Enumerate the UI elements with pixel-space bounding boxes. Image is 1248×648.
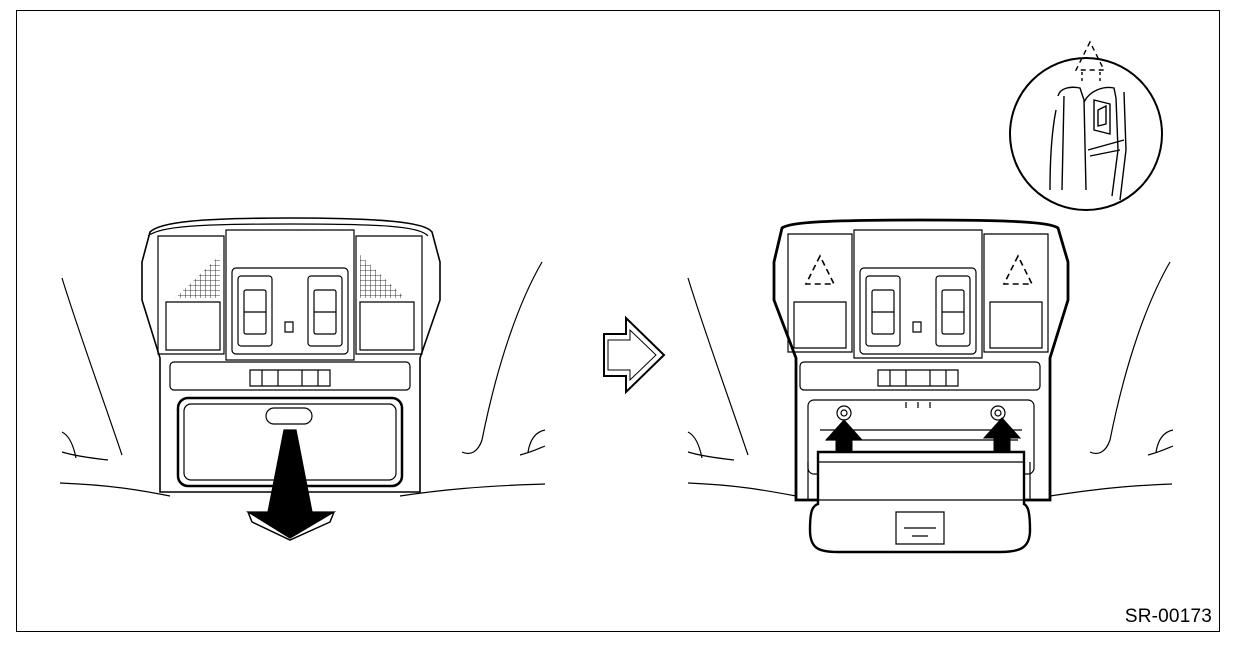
left-headliner — [60, 483, 545, 496]
right-switch-2 — [936, 276, 970, 346]
left-console-lamp-left — [158, 236, 224, 354]
left-view-panel — [60, 218, 545, 496]
figure-frame — [16, 10, 1220, 632]
solid-up-arrow-icon — [826, 420, 862, 452]
figure-id-label: SR-00173 — [1124, 606, 1212, 627]
left-lens-notch — [266, 408, 312, 424]
hollow-right-arrow-icon — [604, 318, 664, 392]
right-console-lamp-right — [984, 234, 1048, 352]
right-pillar-left — [688, 278, 748, 455]
solid-up-arrow-icon-right — [984, 418, 1020, 452]
right-clip-left — [837, 406, 851, 420]
dashed-triangle-icon — [806, 256, 834, 284]
right-center-panel — [854, 230, 982, 358]
right-pillar-right — [1090, 262, 1170, 454]
right-switch-row — [878, 370, 958, 386]
right-lens-cover — [810, 452, 1030, 552]
left-pillar-right — [462, 262, 542, 454]
right-clip-right — [991, 406, 1005, 420]
right-switch-1 — [866, 276, 900, 346]
right-view-panel — [688, 220, 1173, 552]
left-switch-2 — [308, 276, 342, 346]
left-pillar-left-base — [62, 432, 108, 460]
dashed-triangle-icon-right — [1004, 256, 1032, 284]
right-headliner — [688, 483, 1172, 496]
dashed-triangle-icon-detail — [1076, 42, 1104, 70]
left-lamp-mesh-right — [360, 255, 405, 298]
left-console-lamp-right — [356, 236, 422, 354]
left-center-panel — [226, 230, 354, 360]
left-switch-row — [250, 370, 330, 386]
right-console-lamp-left — [788, 234, 852, 352]
right-console-outline — [774, 220, 1068, 500]
left-switch-1 — [238, 276, 272, 346]
left-console-outline — [142, 218, 440, 492]
left-lamp-mesh-left — [175, 255, 220, 298]
clip-detail-body — [1058, 87, 1086, 190]
left-pillar-left — [62, 278, 122, 455]
clip-detail-inset — [1010, 42, 1162, 210]
left-pillar-right-base — [520, 430, 545, 455]
right-cover-tab — [896, 512, 944, 544]
solid-down-arrow-icon — [248, 430, 334, 540]
